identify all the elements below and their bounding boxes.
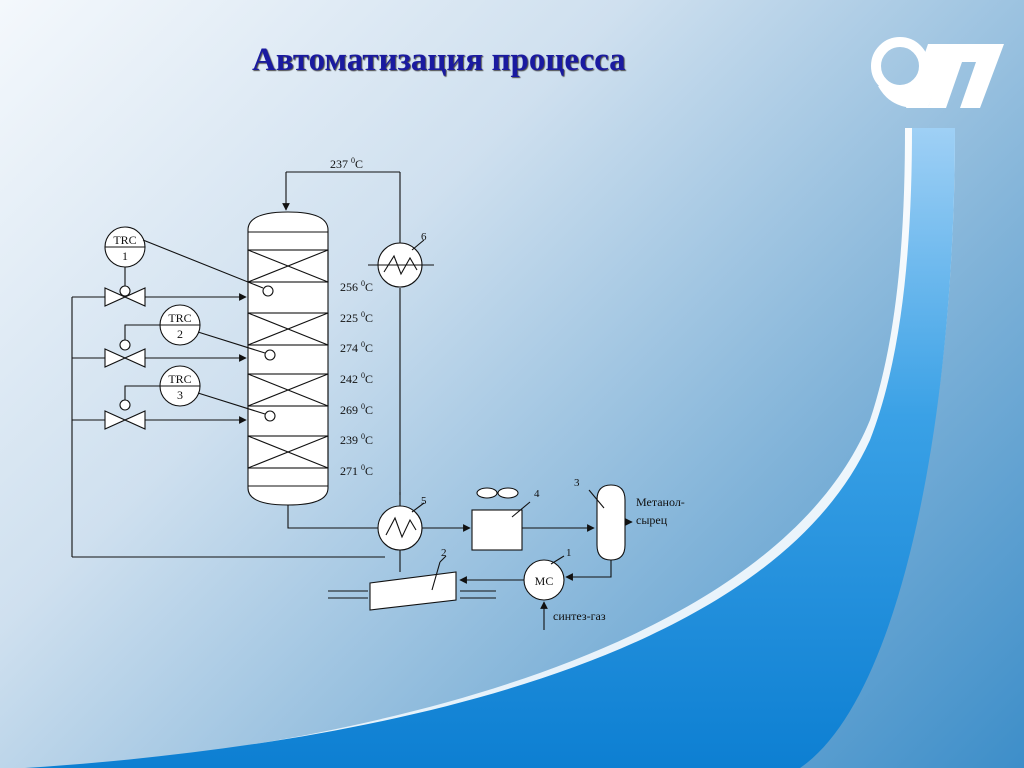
compressor-2: 2	[328, 547, 496, 611]
temp-label-3: 274 0C	[340, 340, 373, 355]
temp-top-label: 237 0C	[330, 156, 363, 171]
bottom-outlet-line	[287, 505, 471, 532]
temp-label-5: 269 0C	[340, 402, 373, 417]
company-logo-icon	[871, 37, 1004, 108]
temperature-sensor-2	[264, 349, 276, 361]
svg-text:1: 1	[122, 249, 128, 263]
temp-label-1: 256 0C	[340, 279, 373, 294]
temp-label-6: 239 0C	[340, 432, 373, 447]
temp-label-7: 271 0C	[340, 463, 373, 478]
control-valve-1	[104, 285, 146, 307]
controller-trc-3: TRC 3	[124, 365, 266, 415]
equipment-number-4: 4	[534, 488, 540, 500]
catalyst-bed-3	[247, 373, 329, 407]
temperature-labels: 237 0C 256 0C 225 0C 274 0C 242 0C 269 0…	[330, 156, 373, 478]
heat-exchanger-5: 5	[377, 492, 427, 572]
control-valve-2	[104, 339, 146, 368]
feed-label: синтез-газ	[553, 609, 606, 623]
svg-text:TRC: TRC	[168, 372, 191, 386]
air-cooler-4: 4	[471, 487, 595, 551]
svg-text:TRC: TRC	[113, 233, 136, 247]
temperature-sensor-3	[264, 410, 276, 422]
temp-label-4: 242 0C	[340, 371, 373, 386]
reactor-column	[247, 211, 329, 506]
catalyst-bed-4	[247, 435, 329, 469]
equipment-number-6: 6	[421, 231, 427, 243]
separator-3: 3 Метанол- сырец	[565, 477, 685, 581]
equipment-number-5: 5	[421, 495, 427, 507]
equipment-number-1: 1	[566, 547, 572, 559]
catalyst-bed-2	[247, 312, 329, 346]
temperature-sensor-1	[262, 285, 274, 297]
heat-exchanger-6: 6	[368, 231, 434, 288]
svg-text:3: 3	[177, 388, 183, 402]
svg-text:TRC: TRC	[168, 311, 191, 325]
svg-text:2: 2	[177, 327, 183, 341]
control-valve-3	[104, 399, 146, 430]
equipment-number-2: 2	[441, 547, 447, 559]
temp-label-2: 225 0C	[340, 310, 373, 325]
mixer-label: МС	[535, 574, 554, 588]
swoosh-shape	[25, 128, 955, 768]
bypass-lines	[71, 293, 385, 558]
controller-trc-2: TRC 2	[124, 304, 266, 354]
slide-title: Автоматизация процесса	[252, 42, 626, 78]
catalyst-bed-1	[247, 249, 329, 283]
product-label-line1: Метанол-	[636, 495, 685, 509]
controller-trc-1: TRC 1	[104, 226, 264, 289]
equipment-number-3: 3	[574, 477, 580, 489]
product-label-line2: сырец	[636, 513, 668, 527]
mixer-1: МС 1 синтез-газ	[459, 547, 606, 630]
